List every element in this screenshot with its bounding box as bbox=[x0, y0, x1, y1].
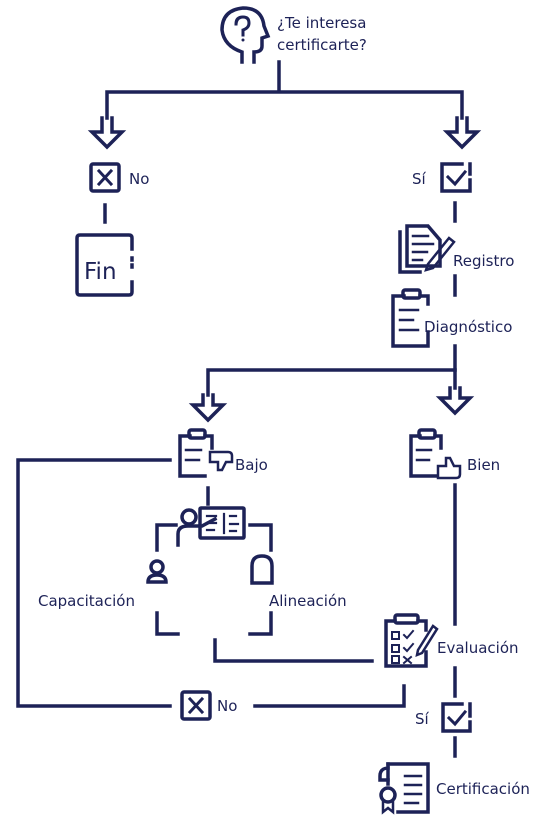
certificate-icon bbox=[378, 762, 430, 815]
presentation-icon bbox=[176, 506, 246, 547]
bien-label: Bien bbox=[467, 456, 500, 474]
person-icon bbox=[146, 559, 168, 584]
checklist-pen-icon bbox=[384, 613, 439, 668]
question-line2: certificarte? bbox=[277, 36, 367, 54]
bracket-frame bbox=[155, 523, 273, 636]
fin-box bbox=[75, 233, 134, 297]
si-label-bottom: Sí bbox=[415, 710, 430, 728]
connector-bajo-loop bbox=[16, 458, 172, 708]
document-pen-icon bbox=[398, 224, 456, 274]
alineacion-label: Alineación bbox=[269, 592, 347, 610]
no-label-bottom: No bbox=[217, 697, 237, 715]
clipboard-icon bbox=[391, 288, 430, 348]
check-box-icon bbox=[441, 702, 472, 733]
evaluacion-label: Evaluación bbox=[437, 639, 519, 657]
bajo-label: Bajo bbox=[235, 456, 268, 474]
capacitacion-label: Capacitación bbox=[38, 592, 135, 610]
arrow-down-icon bbox=[188, 393, 228, 423]
question-head-icon bbox=[220, 6, 271, 64]
question-line1: ¿Te interesa bbox=[277, 14, 366, 32]
fin-label: Fin bbox=[84, 259, 117, 285]
arrow-down-icon bbox=[87, 116, 127, 150]
check-box-icon bbox=[440, 162, 472, 193]
person-icon bbox=[250, 554, 274, 585]
connector-top bbox=[105, 60, 464, 120]
certificacion-label: Certificación bbox=[436, 780, 530, 798]
clipboard-thumbs-up-icon bbox=[409, 428, 462, 480]
diagnostico-label: Diagnóstico bbox=[424, 318, 512, 336]
clipboard-thumbs-down-icon bbox=[178, 428, 234, 478]
connector-diagnostico-split bbox=[206, 368, 457, 397]
si-label-top: Sí bbox=[412, 170, 427, 188]
close-box-icon bbox=[180, 690, 212, 721]
registro-label: Registro bbox=[453, 252, 514, 270]
arrow-down-icon bbox=[442, 116, 482, 150]
arrow-down-icon bbox=[435, 386, 475, 416]
connector-alineacion-evaluacion bbox=[213, 638, 374, 663]
connector-no-bottom bbox=[253, 684, 406, 708]
no-label-top: No bbox=[129, 170, 149, 188]
close-box-icon bbox=[89, 162, 121, 193]
